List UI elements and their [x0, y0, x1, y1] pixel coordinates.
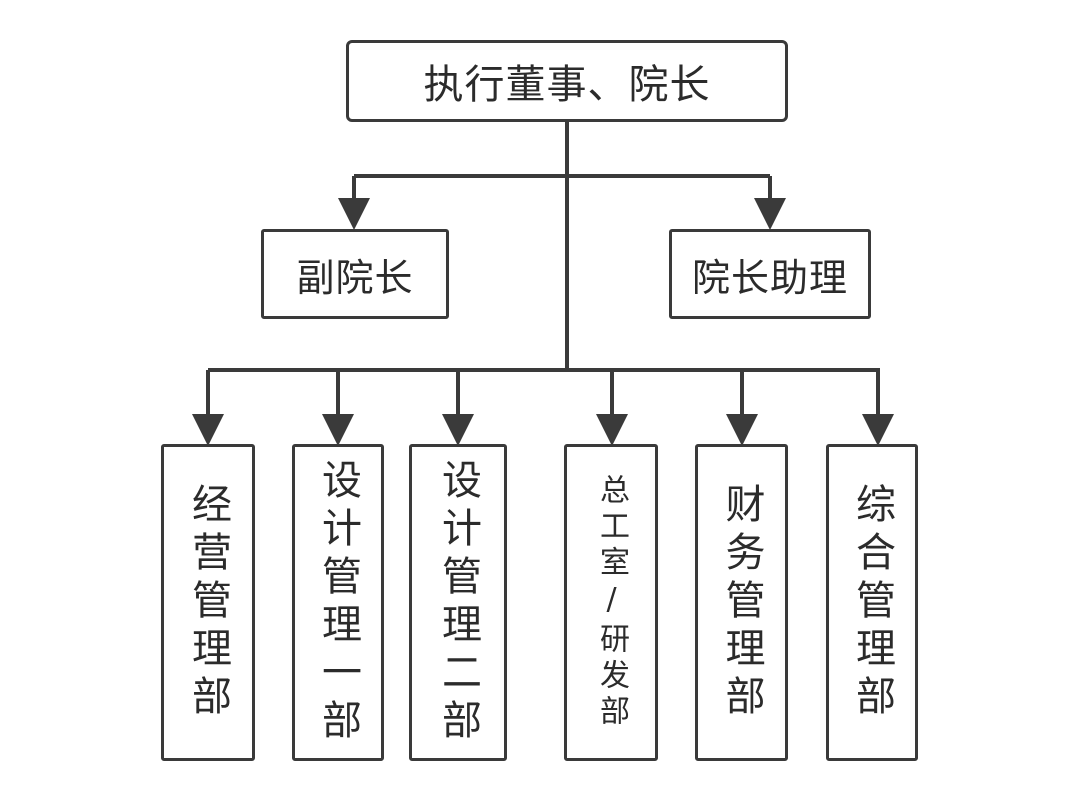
node-finance-management-dept: 财务管理部	[695, 444, 788, 761]
node-chief-engineer-rd-dept: 总工室/研发部	[564, 444, 658, 761]
node-label: 经营管理部	[185, 482, 231, 723]
node-design-management-dept-1: 设计管理一部	[292, 444, 384, 761]
node-label: 执行董事、院长	[423, 62, 711, 108]
node-executive-director: 执行董事、院长	[346, 40, 788, 122]
node-label: 财务管理部	[718, 482, 765, 723]
node-label: 设计管理一部	[315, 458, 361, 747]
node-president-assistant: 院长助理	[669, 229, 871, 319]
node-business-management-dept: 经营管理部	[161, 444, 255, 761]
node-label: 设计管理二部	[435, 458, 481, 747]
node-label: 总工室/研发部	[594, 474, 629, 731]
node-label: 综合管理部	[849, 482, 895, 723]
node-label: 副院长	[296, 255, 414, 300]
node-label: 院长助理	[691, 255, 848, 300]
node-design-management-dept-2: 设计管理二部	[409, 444, 507, 761]
node-vice-president: 副院长	[261, 229, 449, 319]
node-general-management-dept: 综合管理部	[826, 444, 918, 761]
